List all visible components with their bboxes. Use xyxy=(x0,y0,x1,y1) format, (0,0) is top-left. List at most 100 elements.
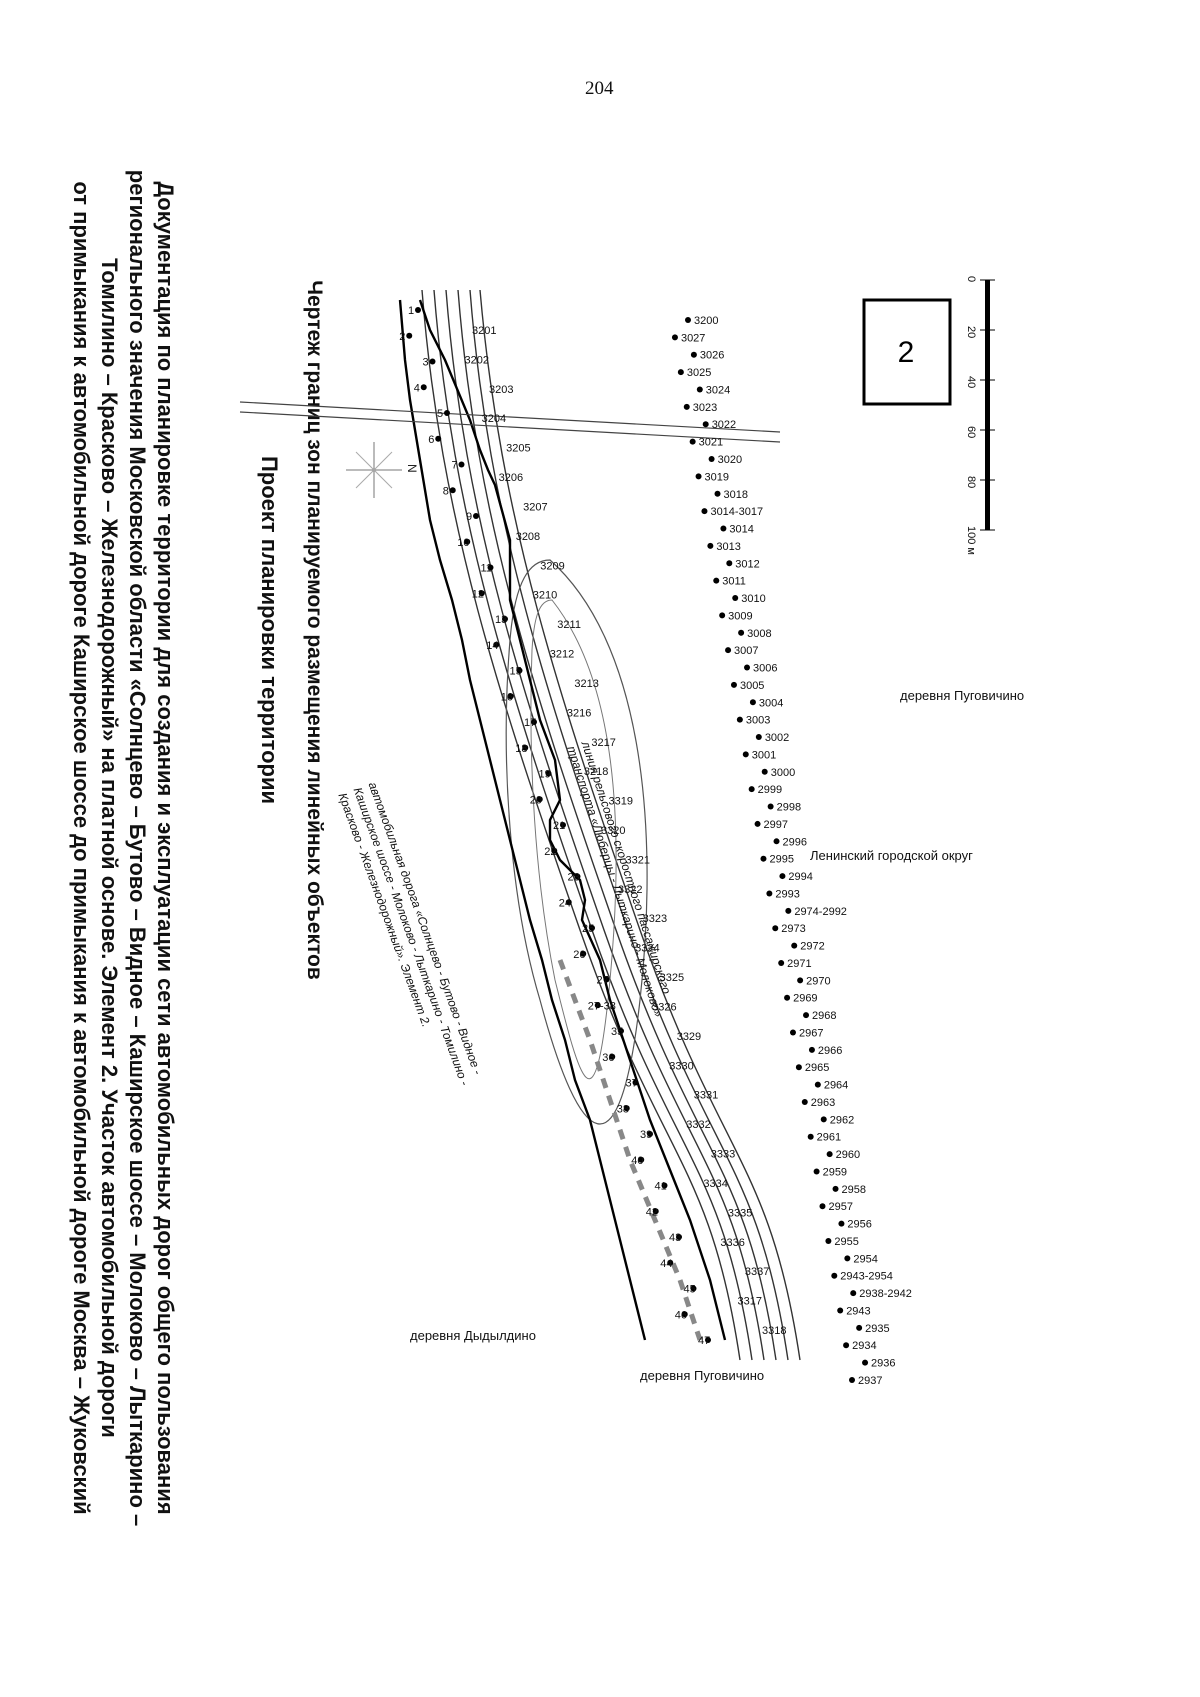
boundary-point-marker xyxy=(761,768,768,775)
point-label: 2974-2992 xyxy=(794,906,847,918)
point-label: 3014 xyxy=(729,524,753,536)
point-label: 2966 xyxy=(818,1045,842,1057)
point-label: 2936 xyxy=(871,1358,895,1370)
point-label: 3001 xyxy=(752,749,776,761)
point-label: 3320 xyxy=(601,825,625,837)
point-label: 3323 xyxy=(643,913,667,925)
boundary-point-marker xyxy=(667,1259,674,1266)
rail-corridor xyxy=(421,289,801,1361)
point-label: 3003 xyxy=(746,715,770,727)
boundary-point-marker xyxy=(574,873,581,880)
drawing-title: Чертеж границ зон планируемого размещени… xyxy=(303,280,326,980)
point-label: 2997 xyxy=(764,819,788,831)
boundary-point-marker xyxy=(647,1131,653,1137)
point-label: 2998 xyxy=(777,802,801,814)
boundary-point-marker xyxy=(516,667,523,674)
point-label: 3010 xyxy=(741,593,765,605)
point-label: 3209 xyxy=(540,560,564,572)
boundary-point-marker xyxy=(773,838,780,845)
point-label: 21 xyxy=(553,820,565,832)
point-label: 39 xyxy=(640,1129,652,1141)
boundary-point-marker xyxy=(730,681,737,688)
boundary-point-marker xyxy=(807,1133,814,1140)
point-label: 2937 xyxy=(858,1375,882,1387)
boundary-point-marker xyxy=(473,513,479,519)
point-label: 23 xyxy=(568,872,580,884)
boundary-point-marker xyxy=(623,1105,630,1112)
boundary-point-marker xyxy=(772,925,779,932)
scale-tick-label: 60 xyxy=(965,426,977,438)
point-label: 27-38 xyxy=(588,1000,616,1012)
document-header: Документация по планировке территории дл… xyxy=(69,170,326,1526)
loop-road xyxy=(505,559,648,1125)
point-label: 43 xyxy=(669,1232,681,1244)
boundary-point-marker xyxy=(493,641,500,648)
boundary-point-marker xyxy=(844,1255,851,1262)
label-leninsky: Ленинский городской округ xyxy=(810,848,973,863)
point-label: 17 xyxy=(524,717,536,729)
boundary-point-marker xyxy=(791,942,798,949)
boundary-point-marker xyxy=(522,744,529,751)
point-label: 3212 xyxy=(550,649,574,661)
point-label: 2996 xyxy=(783,836,807,848)
boundary-point-marker xyxy=(536,796,543,803)
point-label: 3337 xyxy=(745,1266,769,1278)
point-label: 2934 xyxy=(852,1340,876,1352)
road-label-line-2: Каширское шоссе - Молоково - Лыткарино -… xyxy=(351,786,472,1088)
point-label: 2993 xyxy=(775,888,799,900)
point-label: 20 xyxy=(530,794,542,806)
boundary-point-marker xyxy=(464,538,471,545)
point-label: 2999 xyxy=(758,784,782,796)
point-label: 2967 xyxy=(799,1027,823,1039)
point-label: 4 xyxy=(414,382,420,394)
map-drawing xyxy=(239,289,801,1361)
point-label: 40 xyxy=(631,1155,643,1167)
point-label: 3336 xyxy=(720,1237,744,1249)
boundary-point-marker xyxy=(683,403,690,410)
point-label: 2960 xyxy=(836,1149,860,1161)
point-label: 27 xyxy=(597,975,609,987)
boundary-point-marker xyxy=(726,560,733,567)
point-label: 47 xyxy=(698,1335,710,1347)
point-label: 44 xyxy=(660,1258,672,1270)
point-label: 2972 xyxy=(800,941,824,953)
boundary-point-marker xyxy=(690,351,697,358)
boundary-point-marker xyxy=(736,716,743,723)
boundary-point-marker xyxy=(819,1203,826,1210)
point-label: 3008 xyxy=(747,628,771,640)
boundary-point-marker xyxy=(708,456,715,463)
boundary-point-marker xyxy=(850,1290,857,1297)
boundary-point-marker xyxy=(754,820,761,827)
point-label: 2956 xyxy=(847,1219,871,1231)
boundary-point-marker xyxy=(580,950,587,957)
points-rail-group: 3201320232033204320532063207320832093210… xyxy=(465,325,787,1337)
scale-tick-label: 100 м xyxy=(965,526,977,555)
point-label: 3025 xyxy=(687,367,711,379)
point-label: 16 xyxy=(501,691,513,703)
point-label: 3322 xyxy=(618,884,642,896)
boundary-point-marker xyxy=(435,435,442,442)
road-label-line-1: автомобильная дорога «Солнцево - Бутово … xyxy=(366,780,485,1076)
sheet-number-box: 2 xyxy=(862,298,952,406)
boundary-point-marker xyxy=(652,1208,659,1215)
point-label: 2994 xyxy=(788,871,812,883)
point-label: 3022 xyxy=(712,419,736,431)
scale-tick-label: 0 xyxy=(965,276,977,282)
north-arrow: N xyxy=(346,442,419,498)
boundary-point-marker xyxy=(795,1064,802,1071)
point-label: 3329 xyxy=(677,1031,701,1043)
point-label: 24 xyxy=(559,897,571,909)
point-label: 22 xyxy=(544,846,556,858)
point-label: 2958 xyxy=(842,1184,866,1196)
point-label: 3009 xyxy=(728,610,752,622)
point-label: 3210 xyxy=(533,590,557,602)
project-title: Проект планировки территории xyxy=(257,456,282,804)
point-label: 25 xyxy=(582,923,594,935)
point-label: 3012 xyxy=(735,558,759,570)
point-label: 2965 xyxy=(805,1062,829,1074)
boundary-point-marker xyxy=(618,1028,624,1034)
point-label: 3004 xyxy=(759,697,783,709)
point-label: 2968 xyxy=(812,1010,836,1022)
point-label: 3005 xyxy=(740,680,764,692)
